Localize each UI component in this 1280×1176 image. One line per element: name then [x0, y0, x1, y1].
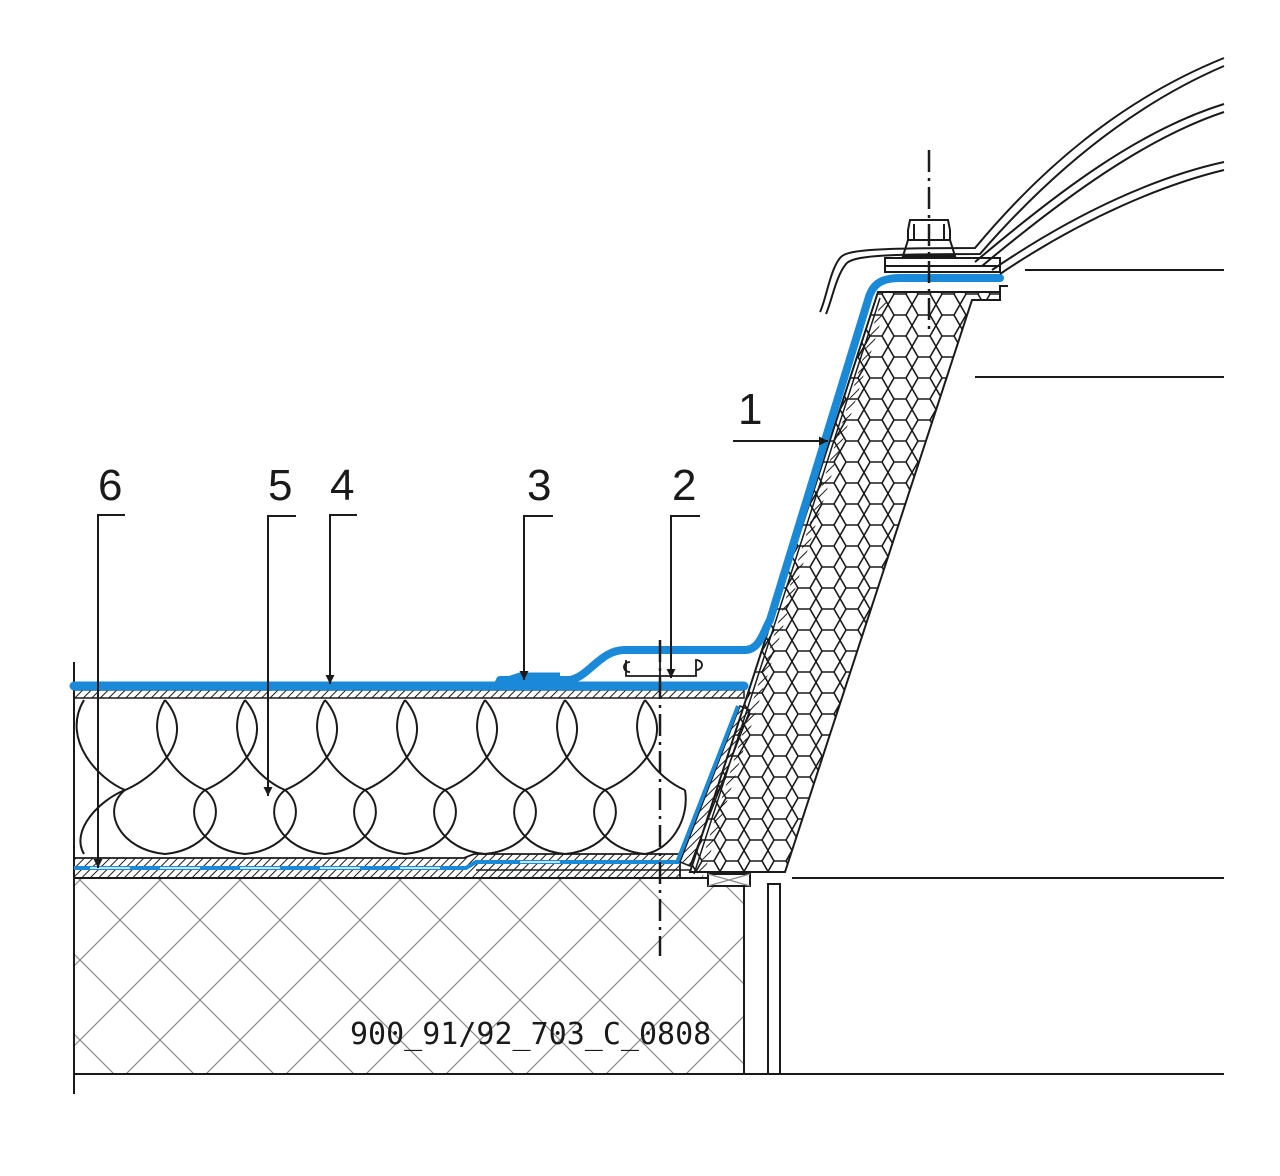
- top-cover-sheet: [73, 689, 745, 699]
- support-block: [707, 873, 751, 887]
- callout-1: 1: [738, 385, 762, 434]
- dome-glazing: [819, 57, 1225, 315]
- leader-4: [325, 514, 357, 684]
- callout-5: 5: [268, 461, 292, 510]
- leader-5: [263, 515, 296, 796]
- top-flange: [884, 257, 1008, 293]
- insulation-layer: [75, 699, 687, 856]
- leader-2: [666, 515, 700, 678]
- curb-post: [767, 883, 781, 1075]
- drawing-id-label: 900_91/92_703_C_0808: [350, 1017, 711, 1052]
- structural-deck: [74, 877, 745, 1074]
- fixing-profile: [623, 658, 703, 684]
- vapour-barrier-layer: [73, 853, 690, 879]
- callout-2: 2: [672, 461, 696, 510]
- membrane-upstand: [496, 274, 1004, 684]
- reference-lines: [792, 269, 1224, 879]
- callout-4: 4: [330, 461, 354, 510]
- callout-3: 3: [527, 461, 551, 510]
- leader-3: [519, 515, 553, 680]
- centerlines: [658, 150, 931, 956]
- callout-labels: 1 2 3 4 5 6: [98, 385, 762, 510]
- leader-lines: [93, 436, 828, 868]
- leader-6: [93, 514, 125, 868]
- honeycomb-curb: [688, 291, 1001, 877]
- callout-6: 6: [98, 461, 122, 510]
